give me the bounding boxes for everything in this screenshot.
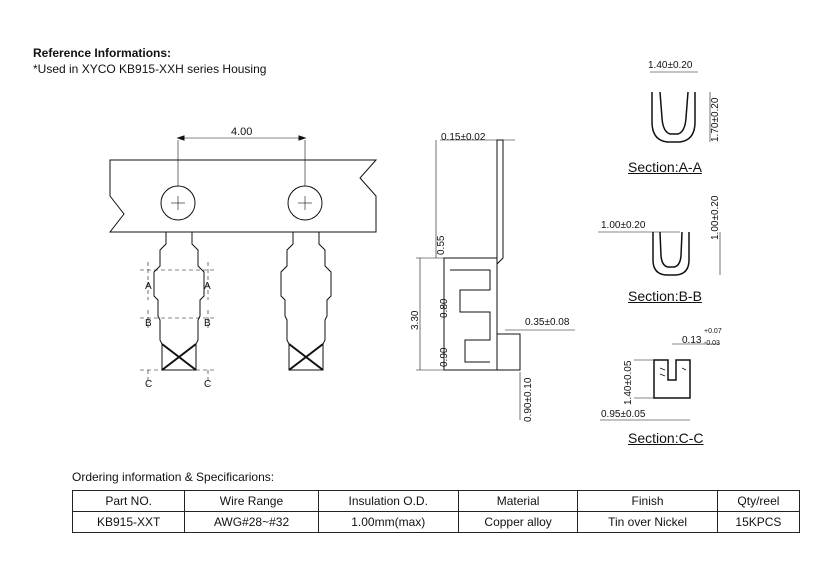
cell-finish: Tin over Nickel bbox=[577, 511, 718, 533]
side-view bbox=[416, 139, 575, 420]
header-qty: Qty/reel bbox=[716, 490, 801, 512]
section-c-shape bbox=[600, 343, 720, 421]
terminal-right bbox=[280, 232, 332, 371]
section-mark-a-left: A bbox=[145, 281, 152, 292]
dimension-080: 0.80 bbox=[439, 298, 450, 318]
cell-qty: 15KPCS bbox=[716, 511, 801, 533]
section-a-height: 1.70±0.20 bbox=[710, 97, 721, 142]
cell-part-no: KB915-XXT bbox=[71, 511, 186, 533]
section-c-gap: 0.13 bbox=[682, 335, 702, 346]
section-a-title: Section:A-A bbox=[628, 159, 702, 175]
terminal-left bbox=[140, 232, 215, 385]
section-mark-c-right: C bbox=[204, 379, 212, 390]
cell-material: Copper alloy bbox=[457, 511, 579, 533]
reference-note: *Used in XYCO KB915-XXH series Housing bbox=[33, 62, 267, 76]
section-a-shape bbox=[650, 71, 711, 143]
section-c-width: 0.95±0.05 bbox=[601, 409, 646, 420]
section-c-gap-tolerance-upper: +0.07 bbox=[704, 328, 722, 335]
carrier-strip bbox=[108, 135, 378, 233]
section-b-title: Section:B-B bbox=[628, 288, 702, 304]
table-row: KB915-XXT AWG#28~#32 1.00mm(max) Copper … bbox=[71, 511, 801, 533]
dimension-090: 0.90 bbox=[439, 347, 450, 367]
thickness-dimension: 0.15±0.02 bbox=[441, 132, 486, 143]
section-mark-b-right: B bbox=[204, 318, 211, 329]
ordering-title: Ordering information & Specificarions: bbox=[72, 470, 275, 484]
dimension-055: 0.55 bbox=[436, 235, 447, 255]
section-b-shape bbox=[598, 231, 721, 276]
dimension-035: 0.35±0.08 bbox=[525, 317, 570, 328]
ordering-table: Part NO. Wire Range Insulation O.D. Mate… bbox=[71, 490, 801, 533]
section-c-gap-tolerance-lower: -0.03 bbox=[704, 340, 720, 347]
table-header-row: Part NO. Wire Range Insulation O.D. Mate… bbox=[71, 490, 801, 512]
cell-wire-range: AWG#28~#32 bbox=[184, 511, 319, 533]
section-b-height: 1.00±0.20 bbox=[710, 195, 721, 240]
dimension-bottom: 0.90±0.10 bbox=[523, 377, 534, 422]
section-mark-a-right: A bbox=[204, 281, 211, 292]
reference-title: Reference Informations: bbox=[33, 46, 172, 60]
section-c-title: Section:C-C bbox=[628, 430, 704, 446]
header-wire-range: Wire Range bbox=[184, 490, 319, 512]
section-a-width: 1.40±0.20 bbox=[648, 60, 693, 71]
header-insulation: Insulation O.D. bbox=[317, 490, 459, 512]
section-mark-b-left: B bbox=[145, 318, 152, 329]
header-part-no: Part NO. bbox=[71, 490, 186, 512]
height-dimension: 3.30 bbox=[410, 310, 421, 330]
header-material: Material bbox=[457, 490, 579, 512]
cell-insulation: 1.00mm(max) bbox=[317, 511, 459, 533]
header-finish: Finish bbox=[577, 490, 718, 512]
section-mark-c-left: C bbox=[145, 379, 153, 390]
section-c-height: 1.40±0.05 bbox=[623, 360, 634, 405]
pitch-dimension: 4.00 bbox=[231, 126, 253, 138]
section-b-width: 1.00±0.20 bbox=[601, 220, 646, 231]
